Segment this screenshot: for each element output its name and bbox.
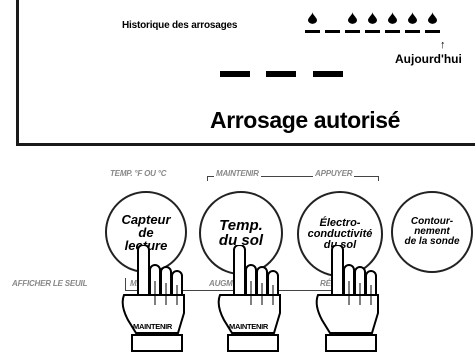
hand-label: MAINTENIR [133, 322, 172, 331]
button-label: du sol [218, 232, 264, 249]
button-label: de [138, 224, 154, 240]
bracket-top [207, 176, 379, 181]
history-indicator-row [305, 10, 475, 40]
history-day-bar [405, 30, 420, 33]
button-label: de la sonde [404, 236, 460, 247]
water-drop-icon [388, 12, 397, 24]
display-segment-dash [220, 71, 250, 77]
today-arrow-icon: ↑ [440, 39, 446, 51]
history-day-slot [325, 10, 341, 36]
water-drop-icon [408, 12, 417, 24]
label-maintenir-top: MAINTENIR [214, 169, 261, 178]
history-day-bar [305, 30, 320, 33]
today-label: Aujourd'hui [395, 52, 462, 66]
display-segment-dash [266, 71, 296, 77]
history-day-bar [365, 30, 380, 33]
water-drop-icon [348, 12, 357, 24]
history-day-slot [385, 10, 401, 36]
pressing-hand-icon [315, 245, 379, 352]
water-drop-icon [368, 12, 377, 24]
history-day-slot [405, 10, 421, 36]
hand-label: MAINTENIR [229, 322, 268, 331]
button-label: Contour- [410, 216, 454, 227]
history-day-slot [305, 10, 321, 36]
water-drop-icon [308, 12, 317, 24]
history-day-slot [425, 10, 441, 36]
water-drop-icon [428, 12, 437, 24]
watering-status-text: Arrosage autorisé [210, 107, 401, 133]
button-label: Électro- [319, 216, 361, 229]
history-day-bar [385, 30, 400, 33]
button-label: Temp. [219, 217, 263, 234]
display-segment-dash [313, 71, 343, 77]
button-label: nement [414, 226, 450, 237]
button-label: conductivité [307, 227, 373, 240]
pressing-hand-icon [121, 245, 185, 352]
history-day-slot [365, 10, 381, 36]
history-day-bar [425, 30, 440, 33]
history-day-slot [345, 10, 361, 36]
label-temp-unit: TEMP. °F OU °C [110, 169, 167, 178]
history-day-bar [345, 30, 360, 33]
lcd-display [16, 0, 475, 146]
pressing-hand-icon [217, 245, 281, 352]
button-label: Capteur [121, 211, 171, 227]
soil-temperature-button[interactable]: Temp.du sol [199, 191, 283, 275]
history-label: Historique des arrosages [122, 20, 238, 31]
label-afficher-seuil: AFFICHER LE SEUIL [12, 279, 88, 288]
label-appuyer: APPUYER [313, 169, 355, 178]
history-day-bar [325, 30, 340, 33]
